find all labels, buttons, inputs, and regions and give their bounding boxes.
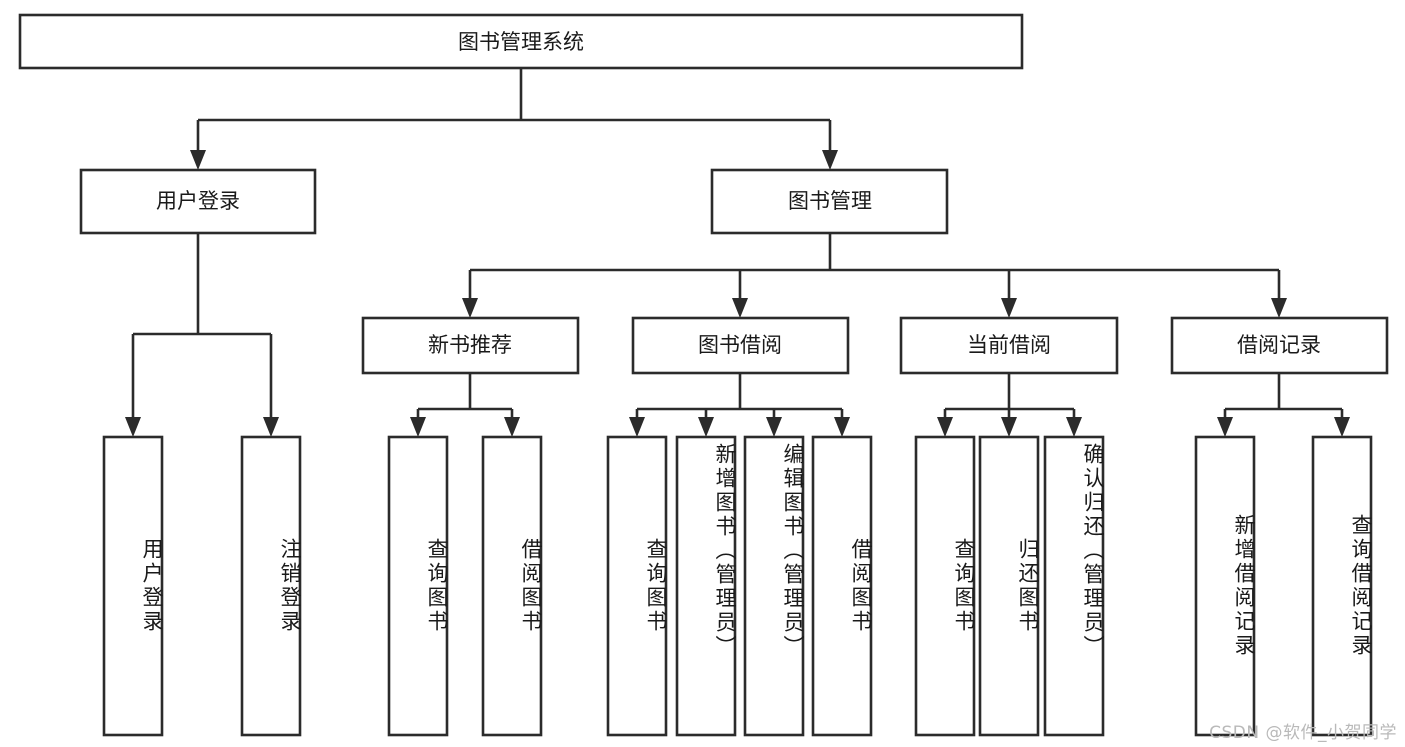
node-current-borrow-label: 当前借阅 [967,333,1051,357]
node-leaf-edit-book-box[interactable] [743,435,805,737]
node-leaf-borrow-book-1-box[interactable] [481,435,543,737]
node-leaf-add-record-box[interactable] [1194,435,1256,737]
arrow-head-leaf-borrow-book-1 [504,417,520,437]
node-borrow-record[interactable]: 借阅记录 [1170,316,1389,375]
node-book-borrow-label: 图书借阅 [698,333,782,357]
node-new-book-rec-box[interactable] [361,316,580,375]
arrow-head-current-borrow [1001,298,1017,318]
connector-group-new-book-rec [410,373,520,437]
connector-group-book-borrow [629,373,850,437]
node-current-borrow[interactable]: 当前借阅 [899,316,1119,375]
arrow-head-leaf-add-record [1217,417,1233,437]
node-leaf-user-login-box[interactable] [102,435,164,737]
node-leaf-borrow-book-2-box[interactable] [811,435,873,737]
connector-group-root [190,68,838,170]
node-user-login-box[interactable] [79,168,317,235]
node-book-borrow[interactable]: 图书借阅 [631,316,850,375]
node-borrow-record-box[interactable] [1170,316,1389,375]
node-root[interactable]: 图书管理系统 [18,13,1024,70]
node-user-login-label: 用户登录 [156,189,240,213]
node-leaf-query-book-3-box[interactable] [914,435,976,737]
node-book-manage[interactable]: 图书管理 [710,168,949,235]
connector-group-book-manage [462,233,1287,318]
node-new-book-rec-label: 新书推荐 [428,333,512,357]
arrow-head-new-book-rec [462,298,478,318]
arrow-head-leaf-query-book-3 [937,417,953,437]
connector-group-user-login [125,233,279,437]
arrow-head-leaf-user-logout [263,417,279,437]
arrow-head-leaf-return-book [1001,417,1017,437]
node-leaf-query-record-box[interactable] [1311,435,1373,737]
node-user-login[interactable]: 用户登录 [79,168,317,235]
arrow-head-leaf-confirm-return [1066,417,1082,437]
arrow-head-book-manage [822,150,838,170]
node-book-manage-label: 图书管理 [788,189,872,213]
arrow-head-leaf-borrow-book-2 [834,417,850,437]
node-root-label: 图书管理系统 [458,30,584,54]
arrow-head-borrow-record [1271,298,1287,318]
leaf-boxes [102,435,1373,737]
connector-group-borrow-record [1217,373,1350,437]
arrow-head-leaf-query-book-1 [410,417,426,437]
node-leaf-return-book-box[interactable] [978,435,1040,737]
arrow-head-leaf-user-login [125,417,141,437]
node-current-borrow-box[interactable] [899,316,1119,375]
node-leaf-user-logout-box[interactable] [240,435,302,737]
node-leaf-query-book-1-box[interactable] [387,435,449,737]
connector-group-current-borrow [937,373,1082,437]
node-leaf-add-book-box[interactable] [675,435,737,737]
arrow-head-user-login [190,150,206,170]
arrow-head-leaf-query-book-2 [629,417,645,437]
arrow-head-leaf-query-record [1334,417,1350,437]
node-borrow-record-label: 借阅记录 [1237,333,1321,357]
arrow-head-leaf-add-book [698,417,714,437]
arrow-head-leaf-edit-book [766,417,782,437]
node-book-borrow-box[interactable] [631,316,850,375]
node-root-box[interactable] [18,13,1024,70]
node-leaf-confirm-return-box[interactable] [1043,435,1105,737]
node-book-manage-box[interactable] [710,168,949,235]
node-leaf-query-book-2-box[interactable] [606,435,668,737]
node-new-book-rec[interactable]: 新书推荐 [361,316,580,375]
csdn-watermark: CSDN @软件_小贺同学 [1209,723,1397,743]
arrow-head-book-borrow [732,298,748,318]
